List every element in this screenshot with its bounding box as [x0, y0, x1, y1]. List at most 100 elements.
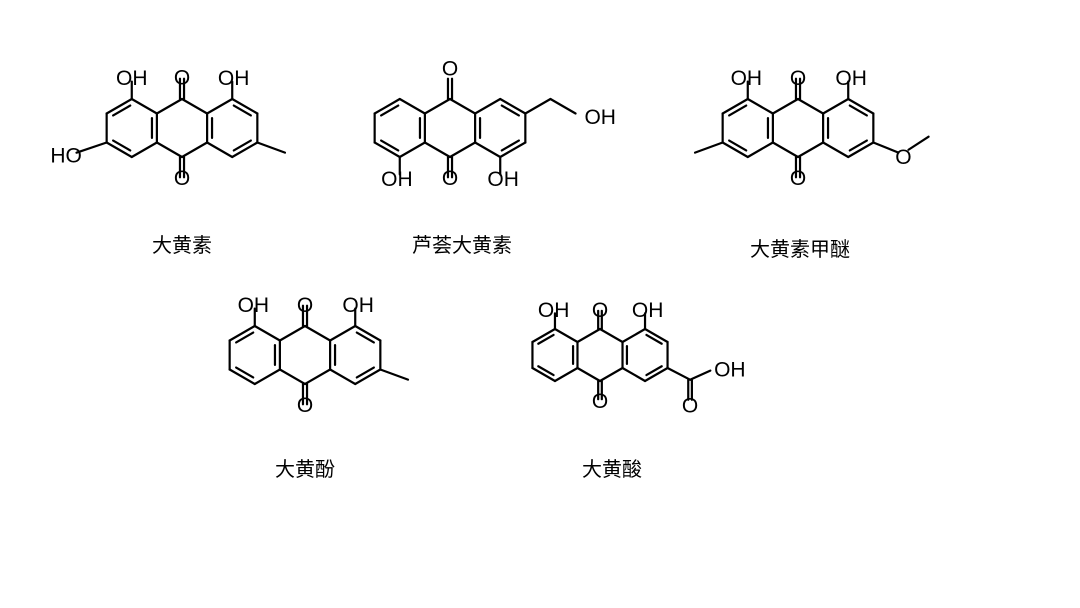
- bond: [553, 366, 579, 383]
- compound-name: 大黄酸: [582, 457, 642, 481]
- bond: [621, 327, 647, 344]
- bond: [721, 97, 749, 115]
- bond: [598, 327, 624, 344]
- bond: [907, 135, 930, 151]
- hydroxyl-label: OH: [342, 294, 374, 317]
- bond: [524, 97, 552, 115]
- double-bond-inner: [848, 104, 868, 117]
- bond: [228, 368, 256, 386]
- bond: [531, 366, 557, 383]
- oxygen-label: O: [297, 394, 313, 417]
- bond: [329, 324, 357, 342]
- compound-name: 大黄素: [152, 233, 212, 257]
- oxygen-label: O: [592, 390, 608, 413]
- double-bond-inner: [500, 139, 520, 152]
- hydroxyl-label: OH: [714, 358, 746, 381]
- bond: [130, 141, 158, 159]
- hydroxyl-label: OH: [835, 67, 867, 90]
- bond: [746, 97, 774, 115]
- compound-name: 大黄酚: [275, 457, 335, 481]
- bond: [75, 141, 108, 154]
- bond: [474, 97, 502, 115]
- bond: [448, 141, 477, 159]
- bond: [688, 369, 712, 381]
- bond: [206, 97, 234, 115]
- double-bond-inner: [235, 366, 255, 379]
- oxygen-label: O: [174, 167, 190, 190]
- bond: [354, 324, 382, 342]
- hydroxyl-label: OH: [381, 168, 413, 191]
- bond: [278, 324, 307, 342]
- double-bond-inner: [380, 104, 400, 117]
- double-bond-inner: [848, 139, 868, 152]
- bond: [474, 141, 502, 159]
- bond: [576, 327, 602, 344]
- bond: [256, 141, 287, 154]
- bond: [278, 368, 307, 386]
- double-bond-inner: [645, 333, 663, 345]
- bond: [228, 324, 256, 342]
- bond: [398, 97, 426, 115]
- bond: [253, 368, 281, 386]
- double-bond-inner: [112, 139, 132, 152]
- double-bond-inner: [728, 104, 748, 117]
- bond: [329, 368, 357, 386]
- hydroxyl-label: OH: [116, 67, 148, 90]
- bond: [847, 97, 875, 115]
- bond: [576, 366, 602, 383]
- bond: [553, 327, 579, 344]
- bond: [354, 368, 382, 386]
- bond: [155, 141, 184, 159]
- bond: [155, 97, 184, 115]
- bond: [448, 97, 477, 115]
- bond: [847, 141, 875, 159]
- bond: [796, 97, 825, 115]
- bond: [771, 141, 800, 159]
- bond: [771, 97, 800, 115]
- bond: [105, 141, 133, 159]
- bond: [746, 141, 774, 159]
- oxygen-label: O: [790, 67, 806, 90]
- bond: [253, 324, 281, 342]
- bond: [531, 327, 557, 344]
- oxygen-label: O: [790, 167, 806, 190]
- oxygen-label: O: [297, 294, 313, 317]
- bond: [499, 141, 527, 159]
- double-bond-inner: [232, 139, 252, 152]
- bond: [423, 141, 452, 159]
- bond: [499, 97, 527, 115]
- double-bond-inner: [355, 366, 375, 379]
- bond: [303, 368, 332, 386]
- bond: [666, 366, 692, 381]
- oxygen-label: O: [895, 146, 911, 169]
- bond: [423, 97, 452, 115]
- oxygen-label: O: [592, 299, 608, 322]
- bond: [643, 366, 669, 383]
- hydroxyl-label: OH: [584, 106, 616, 129]
- bond: [206, 141, 234, 159]
- bond: [303, 324, 332, 342]
- bond: [822, 141, 850, 159]
- oxygen-label: O: [442, 58, 458, 81]
- double-bond-inner: [355, 331, 375, 344]
- hydroxyl-label: HO: [50, 145, 82, 168]
- bond: [130, 97, 158, 115]
- bond: [549, 97, 577, 115]
- bond: [231, 141, 259, 159]
- compound-name: 芦荟大黄素: [412, 233, 512, 257]
- bond: [872, 141, 900, 154]
- bond: [598, 366, 624, 383]
- bond: [721, 141, 749, 159]
- hydroxyl-label: OH: [238, 294, 270, 317]
- double-bond-inner: [537, 365, 555, 377]
- bond: [643, 327, 669, 344]
- compound-name: 大黄素甲醚: [750, 237, 850, 261]
- compound-chrysophanol: OH O OH O 大黄酚: [228, 294, 410, 481]
- bond: [105, 97, 133, 115]
- bond: [398, 141, 426, 159]
